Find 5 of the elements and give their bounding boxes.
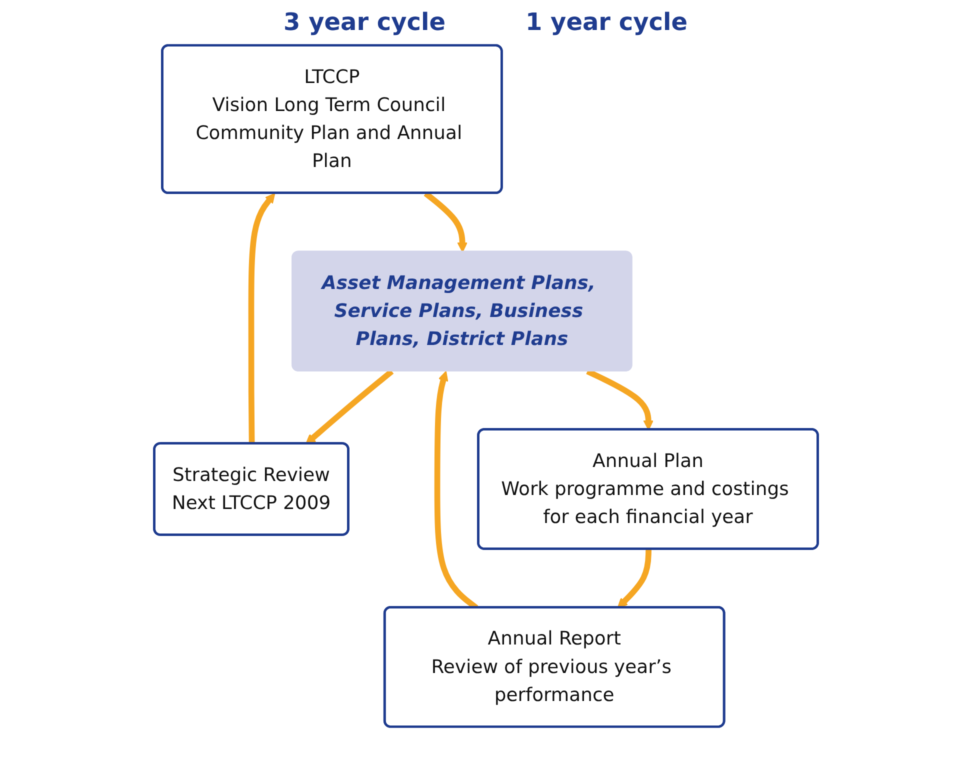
cycle-label: 3 year cycle	[284, 8, 446, 36]
arrow	[248, 192, 275, 444]
arrow	[304, 369, 394, 444]
cycle-label: 1 year cycle	[526, 8, 688, 36]
arrow	[616, 549, 651, 608]
